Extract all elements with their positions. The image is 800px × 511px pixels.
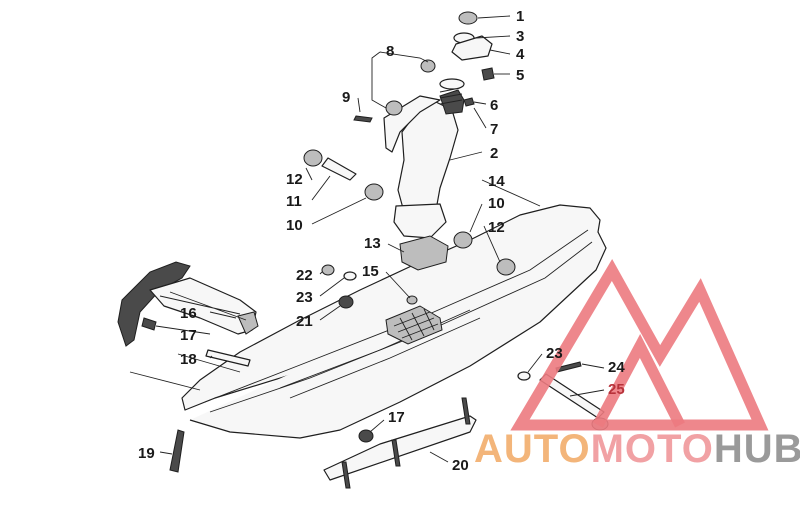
callout-7: 7 [490,121,498,138]
callout-16: 16 [180,305,197,322]
callout-18: 18 [180,351,197,368]
watermark-text-auto: AUTO [474,427,591,471]
callout-10-left: 10 [286,217,303,234]
watermark-text-hub: HUB [714,427,800,471]
saddle-bracket [399,235,449,271]
ski-tread-plate [385,305,443,345]
wear-bar [323,397,477,489]
callout-23-left: 23 [296,289,313,306]
callout-9: 9 [342,89,350,106]
callout-21: 21 [296,313,313,330]
callout-12-left: 12 [286,171,303,188]
callout-15: 15 [362,263,379,280]
callout-5: 5 [516,67,524,84]
callout-22: 22 [296,267,313,284]
watermark-logo: AUTOMOTOHUB [474,258,800,471]
callout-17-upper: 17 [180,327,197,344]
callout-20: 20 [452,457,469,474]
ski-handle [117,261,259,347]
leader-lines [129,15,605,463]
callout-14: 14 [488,173,505,190]
callout-2: 2 [490,145,498,162]
bushings [303,59,516,276]
callout-6: 6 [490,97,498,114]
callout-17-lower: 17 [388,409,405,426]
watermark-text-moto: MOTO [591,427,714,471]
callout-10-right: 10 [488,195,505,212]
callout-19: 19 [138,445,155,462]
callout-24: 24 [608,359,625,376]
watermark-inner-peak [593,334,685,428]
callout-8: 8 [386,43,394,60]
watermark-triangle [510,258,769,431]
callouts: 1 2 3 4 5 6 7 8 9 10 10 11 12 12 13 14 1… [138,8,625,474]
callout-11: 11 [286,193,302,210]
callout-23-right: 23 [546,345,563,362]
callout-4: 4 [516,46,525,63]
callout-25: 25 [608,381,625,398]
callout-12-right: 12 [488,219,505,236]
svg-text:AUTOMOTOHUB: AUTOMOTOHUB [474,427,800,471]
callout-1: 1 [516,8,524,25]
top-hardware [439,11,495,107]
callout-13: 13 [364,235,381,252]
callout-3: 3 [516,28,524,45]
